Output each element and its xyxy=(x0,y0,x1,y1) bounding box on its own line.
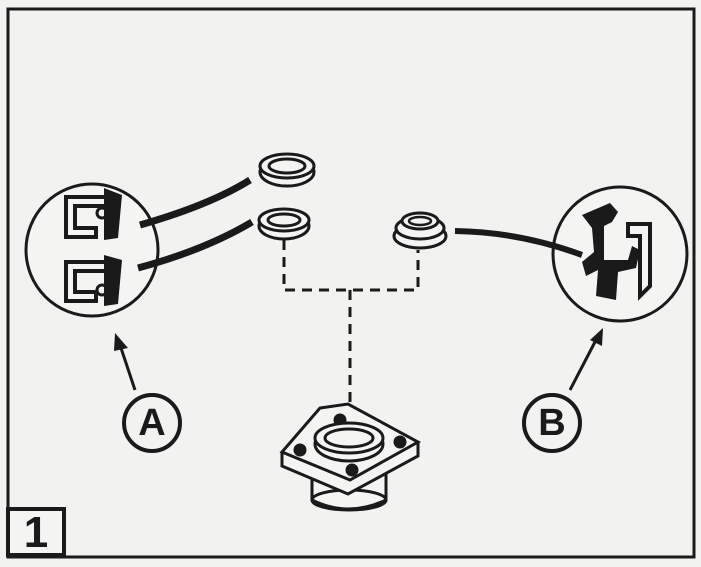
figure-number: 1 xyxy=(6,507,66,557)
callout-a-label: A xyxy=(122,393,182,453)
leader-line-a-upper xyxy=(139,177,252,229)
flange-housing xyxy=(279,402,422,512)
leader-line-a-lower xyxy=(137,218,254,272)
arrow-a xyxy=(114,333,137,391)
seal-ring-upper xyxy=(258,152,316,188)
seal-ring-lower xyxy=(257,207,311,241)
arrow-b xyxy=(568,328,603,391)
detail-circle-b xyxy=(551,185,689,323)
figure-frame xyxy=(6,7,696,559)
callout-b-label: B xyxy=(522,393,582,453)
assembly-dashed-lines xyxy=(282,240,420,410)
detail-circle-a xyxy=(24,182,160,318)
leader-line-b xyxy=(454,228,584,258)
seal-ring-b xyxy=(392,211,448,250)
